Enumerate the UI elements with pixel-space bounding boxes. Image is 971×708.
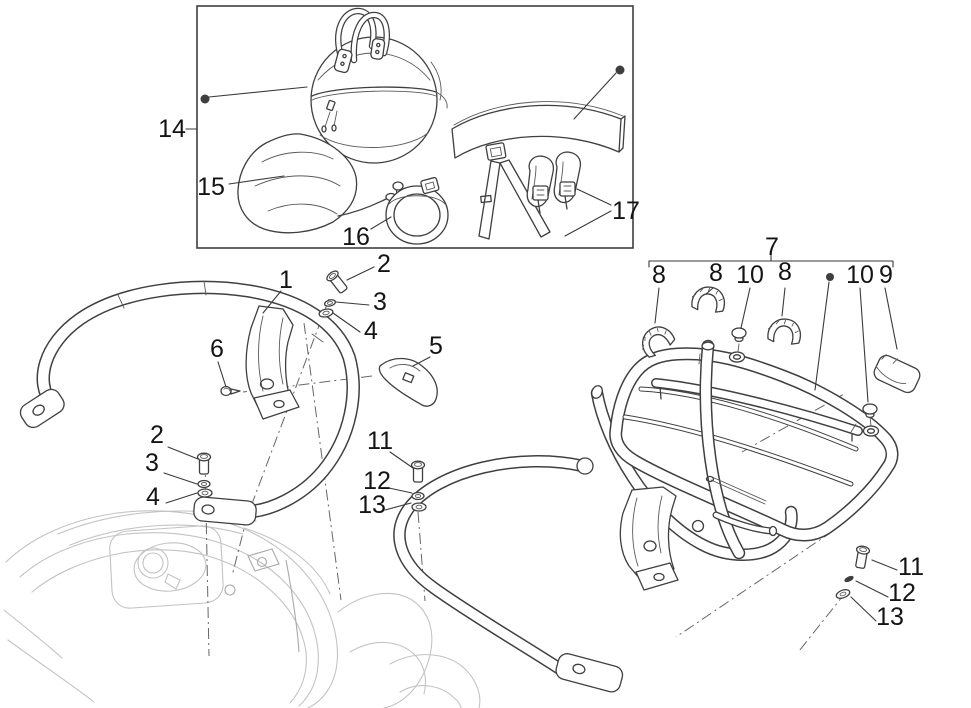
support-loop [399, 385, 791, 693]
washer [835, 589, 851, 599]
group-bracket-7 [648, 254, 894, 268]
zipper-pulls [321, 99, 338, 133]
callout-label: 3 [373, 288, 387, 316]
cap-2 [862, 403, 880, 437]
washer [318, 308, 334, 318]
pivot-ball [576, 457, 594, 475]
front-upright [691, 342, 778, 553]
fuel-filler-recess [109, 525, 224, 609]
rack-platform [616, 354, 892, 535]
callout-label: 12 [363, 467, 391, 495]
callout-label: 13 [876, 603, 904, 631]
kit-box-frame [196, 5, 634, 249]
callout-label: 6 [210, 335, 224, 363]
callout-label: 4 [364, 317, 378, 345]
callout-label: 7 [765, 233, 779, 261]
callout-label: 8 [778, 258, 792, 286]
scooter-body [3, 510, 481, 708]
callout-label: 14 [158, 115, 186, 143]
strap-set [478, 142, 582, 240]
callout-label: 12 [888, 579, 916, 607]
callout-label: 2 [150, 421, 164, 449]
callout-label: 17 [612, 197, 640, 225]
washer [197, 479, 211, 489]
callout-label: 1 [279, 266, 293, 294]
support-foot [555, 653, 624, 693]
rack-mount-bracket [619, 486, 679, 591]
leader-dot [615, 65, 625, 75]
washer [411, 502, 427, 512]
spring-washer [844, 575, 854, 583]
handle-tab [370, 38, 386, 60]
leader-dot [200, 94, 210, 104]
handle-tab [333, 48, 353, 74]
rubber-clip-2 [690, 284, 728, 314]
callout-label: 8 [652, 261, 666, 289]
bolt-group-mid [410, 460, 427, 512]
washer [197, 488, 213, 498]
callout-label: 3 [145, 449, 159, 477]
fuel-cap [137, 547, 169, 579]
callout-label: 11 [367, 427, 393, 455]
body-mount-boss [247, 548, 280, 572]
callout-label: 16 [342, 223, 370, 251]
bolt-group-right [835, 545, 871, 599]
rail-foot-right [193, 496, 257, 526]
bolt-group-top [318, 270, 348, 318]
callout-label: 15 [197, 173, 225, 201]
callout-label: 10 [846, 261, 874, 289]
callout-label: 13 [358, 491, 386, 519]
backrest-plate [451, 101, 626, 159]
rail-foot-left [19, 388, 65, 429]
end-clip [873, 354, 921, 394]
bolt-group-left [196, 452, 213, 498]
leader-dot [826, 273, 834, 281]
callout-label: 8 [709, 259, 723, 287]
callout-label: 4 [146, 483, 160, 511]
band-buckle [420, 176, 440, 195]
washer [323, 299, 337, 307]
screw [220, 385, 241, 397]
accessory-kit-box [196, 5, 634, 249]
knob [691, 519, 705, 533]
callout-label: 9 [879, 261, 893, 289]
cap-1 [728, 327, 747, 363]
callout-label: 10 [736, 261, 764, 289]
callout-label: 2 [377, 250, 391, 278]
front-rack-assembly [399, 284, 921, 693]
rear-grab-rail [19, 280, 353, 526]
washer [411, 491, 425, 501]
callout-label: 11 [898, 553, 924, 581]
leader-lines [163, 65, 898, 622]
callout-label: 5 [429, 332, 443, 360]
rubber-clip-3 [766, 316, 804, 346]
round-bag [310, 11, 448, 164]
callout-labels: 14 15 16 17 1 2 3 4 5 6 2 3 4 11 12 13 7… [145, 115, 924, 631]
cover-plate [378, 357, 438, 407]
retaining-band [385, 176, 449, 245]
